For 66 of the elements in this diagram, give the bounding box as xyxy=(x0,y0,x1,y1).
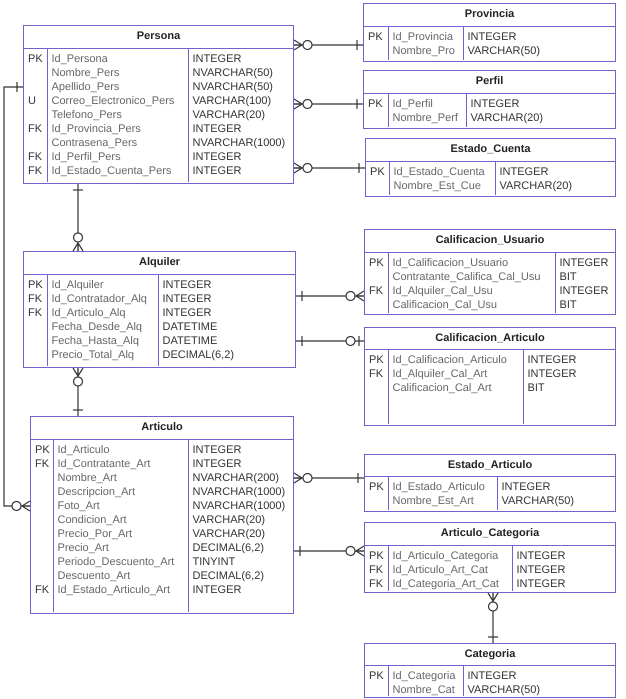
relationship-line xyxy=(296,335,364,347)
key-column: PK xyxy=(365,666,388,696)
field-names: Id_Provincia Nombre_Pro xyxy=(388,27,462,60)
relationship-line xyxy=(293,162,365,174)
entity-table xyxy=(364,229,616,315)
field-names: Id_Alquiler Id_Contratador_Alq Id_Articulo_Alq Fecha_Desde_Alq Fecha_Hasta_Alq Precio_Total_Alq xyxy=(46,275,158,366)
relationship-line xyxy=(296,290,365,302)
data-types: INTEGER VARCHAR(50) xyxy=(496,477,614,510)
data-types: INTEGER INTEGER INTEGER DATETIME DATETIME DECIMAL(6,2) xyxy=(158,275,294,366)
table-title: Persona xyxy=(24,26,293,49)
key-column: PK xyxy=(366,162,388,195)
key-column: PK FK FK xyxy=(24,275,46,366)
relationship-line xyxy=(3,81,31,512)
relationship-line xyxy=(294,545,365,557)
relationship-line xyxy=(487,592,499,643)
table-title: Estado_Articulo xyxy=(365,455,615,477)
table-title: Categoria xyxy=(365,644,615,666)
table-title: Calificacion_Usuario xyxy=(365,230,615,253)
table-title: Calificacion_Articulo xyxy=(365,328,615,350)
entity-table xyxy=(364,643,616,698)
entity-table xyxy=(23,25,294,184)
field-names: Id_Perfil Nombre_Perf xyxy=(388,94,466,127)
table-title: Perfil xyxy=(364,71,615,94)
entity-table xyxy=(364,454,616,512)
data-types: INTEGER NVARCHAR(50) NVARCHAR(50) VARCHAR(100) VARCHAR(20) INTEGER NVARCHAR(1000) INTEGER INTEGER xyxy=(188,49,292,182)
entity-table xyxy=(30,416,294,614)
table-title: Articulo_Categoria xyxy=(365,523,615,546)
key-column: PK FK FK xyxy=(31,440,52,612)
field-names: Id_Persona Nombre_Pers Apellido_Pers Correo_Electronico_Pers Telefono_Pers Id_Provincia_Pers Contrasena_Pers Id_Perfil_Pers Id_Estado_Cuenta_Pers xyxy=(46,49,188,182)
key-column: PK xyxy=(365,477,388,510)
entity-table xyxy=(365,138,616,197)
relationship-line xyxy=(72,184,84,252)
field-names: Id_Calificacion_Articulo Id_Alquiler_Cal_Art Calificacion_Cal_Art xyxy=(388,350,522,424)
relationship-line xyxy=(72,367,84,416)
table-title: Estado_Cuenta xyxy=(366,139,615,162)
key-column: PK FK xyxy=(365,253,388,313)
data-types: INTEGER INTEGER INTEGER xyxy=(512,546,614,591)
entity-table xyxy=(364,327,616,426)
data-types: INTEGER BIT INTEGER BIT xyxy=(554,253,614,313)
key-column: PK FK xyxy=(365,350,388,424)
table-title: Articulo xyxy=(31,417,293,440)
field-names: Id_Articulo Id_Contratante_Art Nombre_Art Descripcion_Art Foto_Art Condicion_Art Precio_Por_Art Precio_Art Periodo_Descuento_Art Descuento_Art Id_Estado_Articulo_Art xyxy=(52,440,188,612)
field-names: Id_Estado_Articulo Nombre_Est_Art xyxy=(388,477,496,510)
data-types: INTEGER VARCHAR(50) xyxy=(462,27,614,60)
table-title: Alquiler xyxy=(24,252,295,275)
entity-table xyxy=(364,522,616,593)
field-names: Id_Calificacion_Usuario Contratante_Califica_Cal_Usu Id_Alquiler_Cal_Usu Calificacion_Cal_Usu xyxy=(388,253,554,313)
relationship-line xyxy=(293,472,364,484)
entity-table xyxy=(363,70,616,129)
field-names: Id_Estado_Cuenta Nombre_Est_Cue xyxy=(388,162,494,195)
data-types: INTEGER INTEGER NVARCHAR(200) NVARCHAR(1000) NVARCHAR(1000) VARCHAR(20) VARCHAR(20) DECIMAL(6,2) TINYINT DECIMAL(6,2) INTEGER xyxy=(188,440,292,612)
data-types: INTEGER VARCHAR(20) xyxy=(466,94,614,127)
entity-table xyxy=(23,251,296,368)
key-column: PK FK FK xyxy=(365,546,388,591)
key-column: PK xyxy=(364,27,388,60)
relationship-line xyxy=(293,98,363,110)
field-names: Id_Articulo_Categoria Id_Articulo_Art_Cat Id_Categoria_Art_Cat xyxy=(388,546,512,591)
key-column: PK U FK FK FK xyxy=(24,49,46,182)
data-types: INTEGER INTEGER BIT xyxy=(522,350,614,424)
field-names: Id_Categoria Nombre_Cat xyxy=(388,666,462,696)
key-column: PK xyxy=(364,94,388,127)
table-title: Provincia xyxy=(364,4,615,27)
relationship-line xyxy=(293,39,363,51)
data-types: INTEGER VARCHAR(20) xyxy=(494,162,614,195)
data-types: INTEGER VARCHAR(50) xyxy=(462,666,614,696)
entity-table xyxy=(363,3,616,62)
